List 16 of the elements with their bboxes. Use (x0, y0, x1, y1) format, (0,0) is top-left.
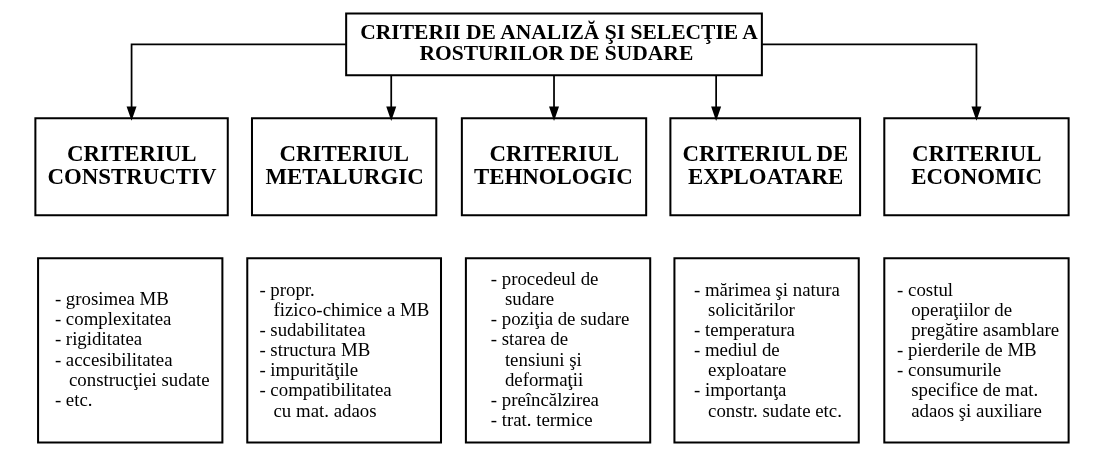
arrow (761, 43, 982, 121)
node-box: - procedeul de sudare - poziţia de sudare - starea de tensiuni şi deformaţii - preîncălzirea - trat. termice (464, 257, 652, 444)
arrow (711, 75, 722, 121)
node-box: - mărimea şi natura solicitărilor - temperatura - mediul de exploatare - importanţa constr. sudate etc. (673, 257, 860, 444)
node-box: - propr. fizico-chimice a MB - sudabilitatea - structura MB - impurităţile - compatibilitatea cu mat. adaos (246, 257, 442, 444)
arrow (549, 75, 560, 121)
node-box: CRITERIUL ECONOMIC (883, 117, 1070, 217)
arrow (126, 43, 347, 121)
node-box: CRITERIUL METALURGIC (250, 117, 438, 217)
node-box: CRITERIUL CONSTRUCTIV (34, 117, 229, 217)
node-box: CRITERIUL TEHNOLOGIC (460, 117, 648, 217)
node-box: CRITERIUL DE EXPLOATARE (669, 117, 862, 217)
arrow (386, 75, 397, 121)
node-box: CRITERII DE ANALIZĂ ŞI SELECŢIE A ROSTURILOR DE SUDARE (345, 12, 763, 77)
node-box: - grosimea MB - complexitatea - rigiditatea - accesibilitatea construcţiei sudate - etc. (37, 257, 224, 444)
node-box: - costul operaţiilor de pregătire asamblare - pierderile de MB - consumurile specifice de mat. adaos şi auxiliare (883, 257, 1070, 444)
